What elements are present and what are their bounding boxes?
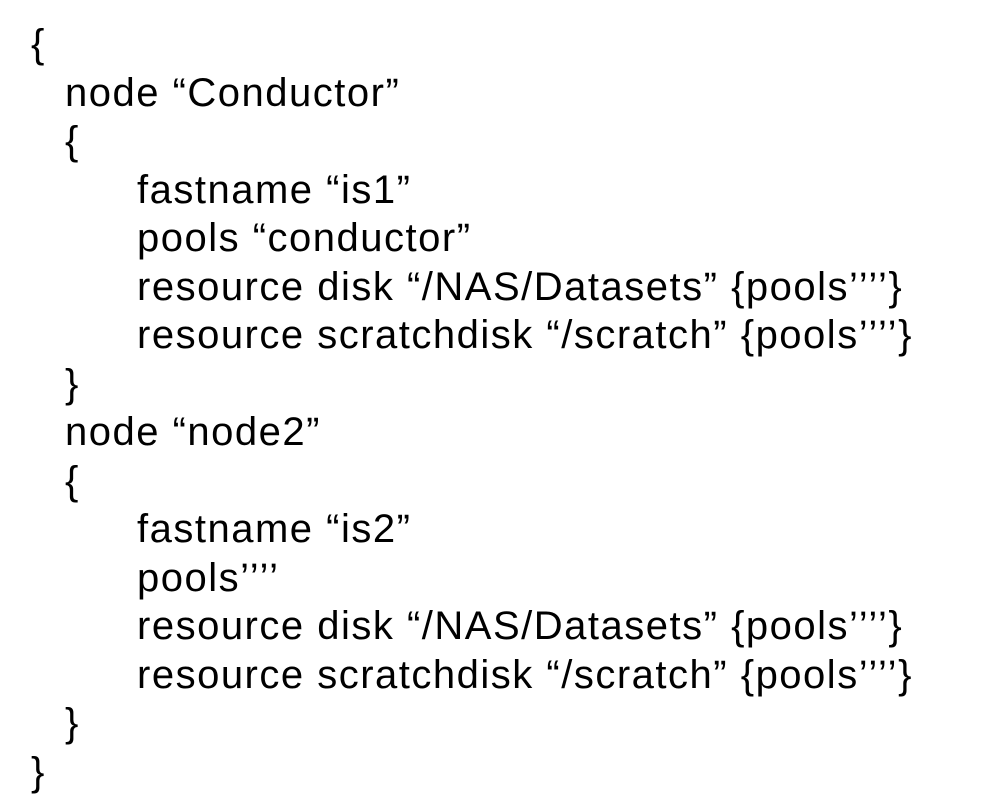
config-line: resource scratchdisk “/scratch” {pools’’…: [137, 313, 913, 357]
config-line: resource scratchdisk “/scratch” {pools’’…: [137, 652, 913, 697]
config-line: fastname “is1”: [137, 167, 412, 212]
config-line: }: [65, 361, 80, 406]
config-line: pools’’’’: [137, 555, 280, 600]
config-line: {: [31, 22, 46, 66]
config-line: {: [65, 458, 80, 503]
config-line: node “Conductor”: [65, 70, 401, 115]
config-line: fastname “is2”: [137, 507, 412, 551]
config-line: resource disk “/NAS/Datasets” {pools’’’’…: [137, 604, 904, 648]
config-line: resource disk “/NAS/Datasets” {pools’’’’…: [137, 264, 904, 309]
config-line: {: [65, 119, 80, 163]
config-line: }: [65, 701, 80, 745]
config-line: node “node2”: [65, 410, 321, 454]
config-line: }: [31, 749, 46, 794]
config-line: pools “conductor”: [137, 216, 472, 260]
